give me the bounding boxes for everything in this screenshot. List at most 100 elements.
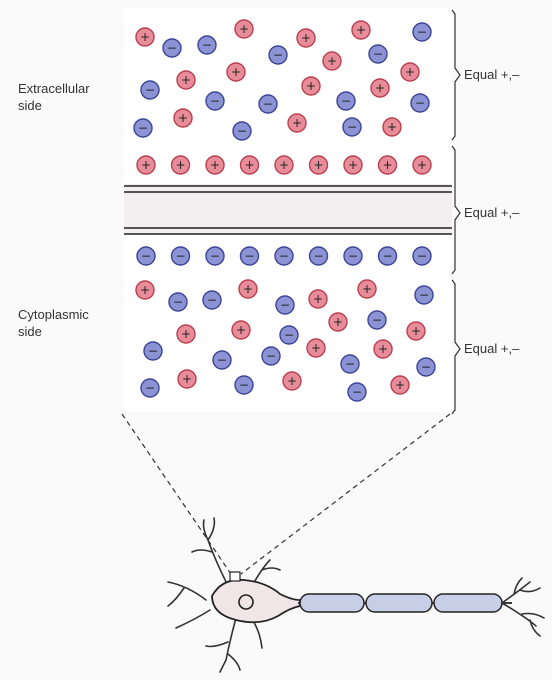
- positive-ion-icon: +: [297, 29, 315, 47]
- positive-ion-icon: +: [178, 370, 196, 388]
- negative-ion-icon: −: [276, 296, 294, 314]
- membrane-positive-ion-row: +++++++++: [137, 156, 431, 174]
- membrane-negative-ion-row: −−−−−−−−−: [137, 247, 431, 265]
- svg-text:+: +: [239, 22, 249, 36]
- svg-text:+: +: [375, 81, 385, 95]
- negative-ion-icon: −: [262, 347, 280, 365]
- positive-ion-icon: +: [172, 156, 190, 174]
- svg-text:+: +: [382, 158, 392, 172]
- svg-text:−: −: [421, 360, 431, 374]
- positive-ion-icon: +: [391, 376, 409, 394]
- negative-ion-icon: −: [341, 355, 359, 373]
- svg-text:−: −: [202, 38, 212, 52]
- svg-text:+: +: [311, 341, 321, 355]
- negative-ion-icon: −: [141, 379, 159, 397]
- cytoplasmic-label-line1: Cytoplasmic: [18, 306, 89, 323]
- positive-ion-icon: +: [136, 281, 154, 299]
- svg-text:−: −: [210, 249, 220, 263]
- negative-ion-icon: −: [269, 46, 287, 64]
- svg-text:−: −: [352, 385, 362, 399]
- positive-ion-icon: +: [177, 325, 195, 343]
- svg-text:+: +: [327, 54, 337, 68]
- svg-text:+: +: [292, 116, 302, 130]
- positive-ion-icon: +: [374, 340, 392, 358]
- svg-text:+: +: [378, 342, 388, 356]
- positive-ion-icon: +: [227, 63, 245, 81]
- myelin-sheaths: [300, 594, 502, 612]
- cytoplasmic-label: Cytoplasmic side: [18, 306, 89, 340]
- negative-ion-icon: −: [337, 92, 355, 110]
- svg-text:+: +: [175, 158, 185, 172]
- negative-ion-icon: −: [235, 376, 253, 394]
- positive-ion-icon: +: [283, 372, 301, 390]
- svg-text:−: −: [207, 293, 217, 307]
- svg-text:−: −: [244, 249, 254, 263]
- positive-ion-icon: +: [383, 118, 401, 136]
- negative-ion-icon: −: [163, 39, 181, 57]
- svg-text:−: −: [348, 249, 358, 263]
- negative-ion-icon: −: [310, 247, 328, 265]
- svg-text:+: +: [417, 158, 427, 172]
- svg-text:+: +: [181, 73, 191, 87]
- svg-text:+: +: [411, 324, 421, 338]
- svg-text:−: −: [266, 349, 276, 363]
- svg-text:+: +: [182, 372, 192, 386]
- negative-ion-icon: −: [203, 291, 221, 309]
- negative-ion-icon: −: [379, 247, 397, 265]
- svg-text:+: +: [313, 292, 323, 306]
- svg-text:−: −: [273, 48, 283, 62]
- svg-text:−: −: [145, 381, 155, 395]
- svg-text:−: −: [175, 249, 185, 263]
- svg-text:−: −: [417, 249, 427, 263]
- bracket-extracellular: [452, 10, 460, 140]
- negative-ion-icon: −: [206, 92, 224, 110]
- svg-text:−: −: [239, 378, 249, 392]
- negative-ion-icon: −: [141, 81, 159, 99]
- cytoplasmic-label-line2: side: [18, 323, 89, 340]
- bracket-label-membrane: Equal +,–: [464, 205, 519, 220]
- svg-text:−: −: [372, 313, 382, 327]
- positive-ion-icon: +: [177, 71, 195, 89]
- positive-ion-icon: +: [323, 52, 341, 70]
- svg-text:−: −: [237, 124, 247, 138]
- negative-ion-icon: −: [134, 119, 152, 137]
- svg-text:−: −: [284, 328, 294, 342]
- negative-ion-icon: −: [259, 95, 277, 113]
- bracket-label-extracellular: Equal +,–: [464, 67, 519, 82]
- svg-text:+: +: [405, 65, 415, 79]
- svg-text:−: −: [148, 344, 158, 358]
- positive-ion-icon: +: [241, 156, 259, 174]
- positive-ion-icon: +: [407, 322, 425, 340]
- svg-text:−: −: [382, 249, 392, 263]
- svg-text:+: +: [348, 158, 358, 172]
- negative-ion-icon: −: [213, 351, 231, 369]
- extracellular-label-line2: side: [18, 97, 90, 114]
- svg-text:+: +: [210, 158, 220, 172]
- negative-ion-icon: −: [275, 247, 293, 265]
- svg-text:−: −: [417, 25, 427, 39]
- svg-text:+: +: [362, 282, 372, 296]
- positive-ion-icon: +: [358, 280, 376, 298]
- positive-ion-icon: +: [275, 156, 293, 174]
- svg-text:+: +: [356, 23, 366, 37]
- svg-text:−: −: [217, 353, 227, 367]
- positive-ion-icon: +: [352, 21, 370, 39]
- svg-text:+: +: [243, 282, 253, 296]
- axon-terminals: [502, 578, 544, 636]
- positive-ion-icon: +: [307, 339, 325, 357]
- soma: [212, 580, 300, 622]
- bracket-cytoplasmic: [452, 280, 460, 414]
- positive-ion-icon: +: [206, 156, 224, 174]
- positive-ion-icon: +: [371, 79, 389, 97]
- positive-ion-icon: +: [288, 114, 306, 132]
- positive-ion-icon: +: [137, 156, 155, 174]
- positive-ion-icon: +: [232, 321, 250, 339]
- positive-ion-icon: +: [174, 109, 192, 127]
- negative-ion-icon: −: [417, 358, 435, 376]
- svg-text:+: +: [279, 158, 289, 172]
- svg-text:−: −: [279, 249, 289, 263]
- svg-text:−: −: [210, 94, 220, 108]
- negative-ion-icon: −: [241, 247, 259, 265]
- negative-ion-icon: −: [144, 342, 162, 360]
